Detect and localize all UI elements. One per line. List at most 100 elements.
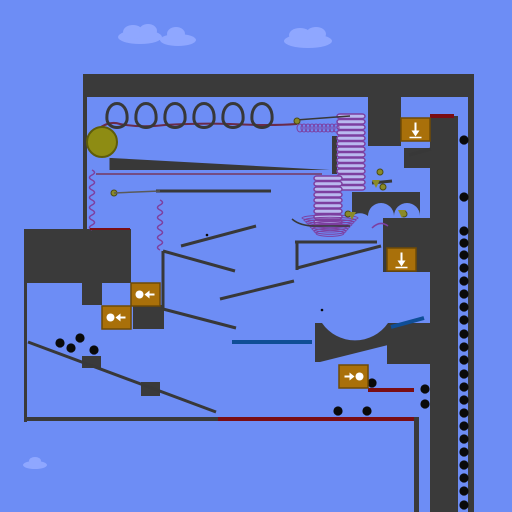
ramp (219, 279, 295, 301)
pin-icon (398, 210, 406, 218)
ramp (27, 340, 217, 414)
spring-coil (313, 202, 343, 209)
ball-icon (320, 308, 324, 312)
ball-icon (459, 447, 469, 457)
cloud-icon (284, 27, 332, 48)
ball-icon (459, 276, 469, 286)
ramp (408, 147, 432, 157)
pin-rod (113, 190, 161, 194)
pin-icon (293, 117, 301, 125)
spring-coil (313, 191, 343, 198)
wavy-spring (88, 169, 96, 231)
spring-coil (336, 151, 366, 158)
ball-icon (459, 460, 469, 470)
spring-coil (328, 123, 336, 133)
spring-coil (316, 123, 324, 133)
ball-icon (459, 369, 469, 379)
ball-icon (333, 406, 343, 416)
coil-loop (221, 102, 245, 129)
spring-coil (313, 197, 343, 204)
arrow-right-icon (344, 372, 364, 381)
arrow-down-icon (395, 252, 408, 269)
ball-icon (459, 192, 469, 202)
coil-loop (134, 102, 158, 129)
spring-coil (312, 123, 320, 133)
arrow-down-icon (409, 122, 422, 139)
ball-icon (459, 329, 469, 339)
spring-coil (296, 123, 304, 133)
coil-loop (250, 102, 274, 129)
arrow-left-icon (106, 313, 126, 322)
spring-coil (336, 135, 366, 142)
spring-coil (309, 223, 351, 231)
ball-icon (89, 345, 99, 355)
left-wall (83, 74, 87, 230)
box-arrow-left-lower[interactable] (101, 305, 132, 330)
ball-icon (459, 355, 469, 365)
spring-rod (295, 115, 351, 121)
clouds (23, 24, 332, 469)
ball-icon (459, 135, 469, 145)
spring-coil (332, 123, 340, 133)
cloud-icon (118, 24, 162, 44)
ball-icon (75, 333, 85, 343)
spring-coil (336, 118, 366, 125)
spring-coil (336, 129, 366, 136)
cup-block (352, 192, 420, 216)
right-outer-wall (468, 74, 474, 512)
ramps (27, 147, 432, 414)
spring-coil (336, 162, 366, 169)
spring-coil (336, 168, 366, 175)
ball-icon (459, 486, 469, 496)
spring-coil (336, 124, 366, 131)
ramp (180, 224, 257, 248)
wavy-spring (156, 199, 164, 251)
left-big-block (24, 229, 131, 283)
arrow-left-icon (135, 290, 155, 299)
box-arrow-right[interactable] (338, 364, 369, 389)
ramp (162, 307, 237, 330)
spring-coil (313, 186, 343, 193)
ball-icon (459, 315, 469, 325)
upper-right-block (404, 148, 430, 168)
black-balls (55, 135, 469, 510)
ramp (162, 249, 236, 273)
right-column (430, 116, 458, 512)
left-block-stem (82, 280, 102, 305)
ball-icon (362, 406, 372, 416)
spring-coil (313, 180, 343, 187)
box-arrow-down-mid[interactable] (386, 247, 417, 272)
ball-icon (459, 395, 469, 405)
spring-coil (304, 123, 312, 133)
ball-icon (55, 338, 65, 348)
spring-coil (320, 123, 328, 133)
ball-icon (459, 408, 469, 418)
spring-coil (307, 221, 353, 229)
spring-coil (313, 227, 347, 235)
pins (110, 117, 408, 220)
ball-icon (459, 263, 469, 273)
arrow-boxes[interactable] (101, 117, 431, 389)
bowl-right-block (387, 327, 430, 364)
spring-coil (336, 146, 366, 153)
spring-coil (303, 216, 357, 224)
spring-coil (324, 123, 332, 133)
beams (218, 114, 454, 421)
box-arrow-down-top[interactable] (400, 117, 431, 142)
ramp (296, 244, 382, 270)
ball-icon (459, 473, 469, 483)
pin-icon (379, 183, 387, 191)
spring-coil (371, 222, 389, 229)
gold-ball-icon[interactable] (86, 126, 118, 158)
ball-icon (459, 421, 469, 431)
spring-coil (336, 157, 366, 164)
left-wall-lower (24, 280, 27, 422)
coil-loop (105, 102, 129, 129)
ball-icon (420, 384, 430, 394)
ball-icon (459, 238, 469, 248)
box-arrow-left-upper[interactable] (130, 282, 161, 307)
spring-coil (315, 229, 345, 237)
pin-icon (372, 180, 380, 188)
